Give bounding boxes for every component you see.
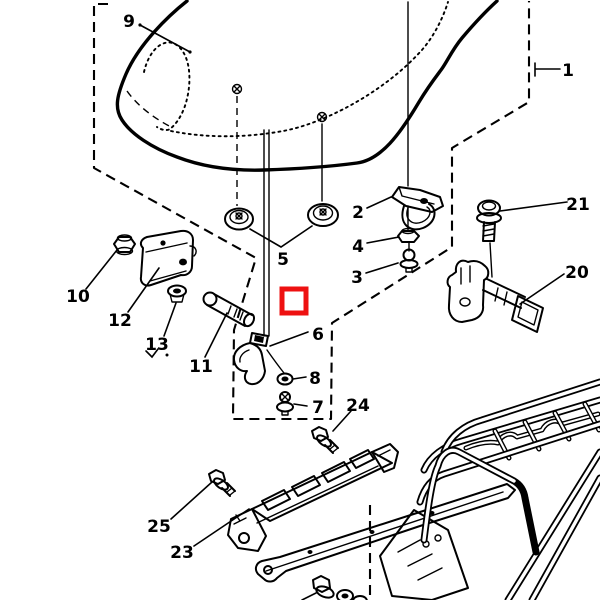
part-label-12: 12 [108,311,132,331]
nut-part4 [397,227,420,243]
rear-carrier-rack [379,378,600,600]
part-label-8: 8 [309,369,321,389]
part-labels: 9 1 2 4 3 21 20 5 10 12 13 11 6 8 7 24 2… [66,12,590,563]
highlight-annotation-square [279,286,309,316]
dashed-boundary [92,1,531,600]
part-label-9: 9 [123,12,135,32]
part-label-20: 20 [565,263,589,283]
bracket-part12 [139,229,197,287]
leader-lines [85,23,568,600]
lock-stay-lower [254,483,516,583]
part-label-25: 25 [147,517,171,537]
part-label-23: 23 [170,543,194,563]
part-label-11: 11 [189,357,213,377]
part-label-24: 24 [346,396,370,416]
bolt-part24 [311,426,339,454]
bolt-part11 [202,291,256,328]
bolt-part25 [208,469,236,497]
seat-hook-part6 [232,332,285,386]
latch-assembly-part20 [446,259,544,333]
bolt-part21 [476,199,502,278]
part-label-2: 2 [352,203,364,223]
part-label-5: 5 [277,250,289,270]
part-label-3: 3 [351,268,363,288]
nut-part10 [113,234,136,256]
seat-bracket-part2 [391,186,444,231]
washer-part8 [276,372,294,386]
part-label-1: 1 [562,61,574,81]
part-label-13: 13 [145,335,169,355]
pad-rail-part23 [227,443,399,552]
bolt-part3 [399,248,419,273]
part-label-7: 7 [312,398,324,418]
seat-outline [115,0,499,172]
grommet-pair-part5 [224,203,339,231]
screw-part7 [276,391,294,416]
bottom-bolt-group [312,575,368,600]
part-label-4: 4 [352,237,364,257]
part-label-10: 10 [66,287,90,307]
part-label-21: 21 [566,195,590,215]
grommet-part13 [167,284,187,303]
part-label-6: 6 [312,325,324,345]
